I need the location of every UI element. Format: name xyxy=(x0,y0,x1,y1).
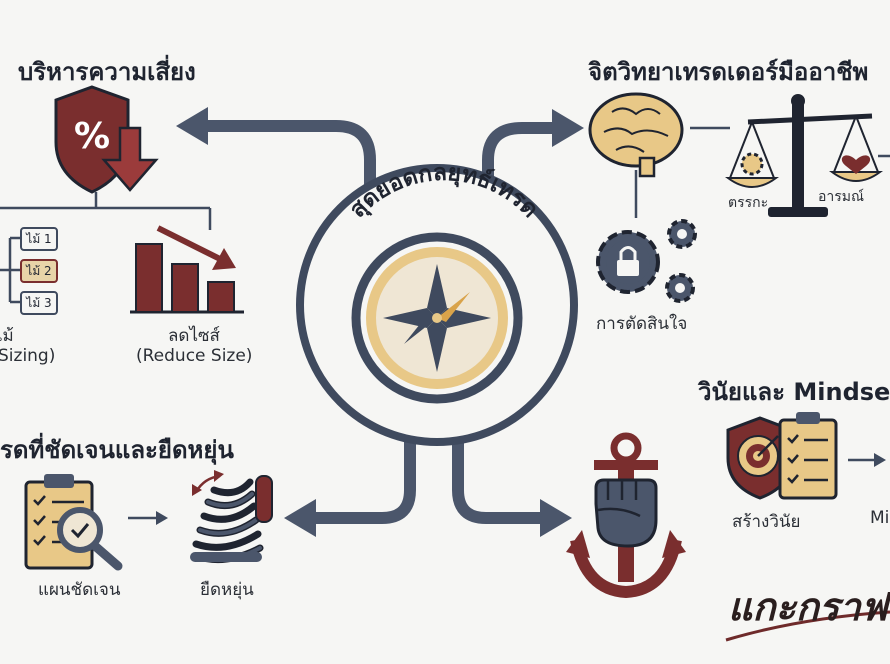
psych-title: จิตวิทยาเทรดเดอร์มืออาชีพ xyxy=(588,58,869,86)
brand-logo: แกะกราฟ xyxy=(728,585,888,629)
arrow-right-bottom xyxy=(540,499,572,537)
percent-shield-down-arrow-icon: % xyxy=(54,85,159,194)
sizing-caption-line1: ไม้ xyxy=(0,326,14,346)
decision-caption: การตัดสินใจ xyxy=(596,314,688,334)
discipline-title: วินัยและ Mindset xyxy=(698,378,890,406)
lock-gears-icon xyxy=(596,219,697,303)
arrow-left-top xyxy=(176,107,208,145)
connector-arms xyxy=(199,120,566,524)
plan-title: รดที่ชัดเจนและยืดหยุ่น xyxy=(0,436,234,464)
arrow-right-top xyxy=(552,109,584,147)
plan-arrow-head xyxy=(156,511,168,525)
sizing-caption-line2: Sizing) xyxy=(0,346,56,366)
sizing-tag-3: ไม้ 3 xyxy=(20,291,58,315)
balance-scale-icon xyxy=(724,94,884,217)
arrow-heads xyxy=(176,107,584,537)
brand-underline xyxy=(725,610,890,642)
checklist-magnifier-icon xyxy=(24,474,123,571)
sizing-tag-2: ไม้ 2 xyxy=(20,259,58,283)
build-caption: สร้างวินัย xyxy=(732,512,801,532)
svg-text:%: % xyxy=(74,116,110,157)
reduce-caption-line1: ลดไซส์ xyxy=(168,326,220,346)
mindset-caption: Mi xyxy=(870,508,890,528)
risk-title: บริหารความเสี่ยง xyxy=(18,58,196,86)
spring-icon xyxy=(190,470,273,564)
compass-icon xyxy=(296,164,578,446)
risk-branch-lines xyxy=(0,192,212,304)
arrow-left-bottom xyxy=(284,499,316,537)
reduce-caption-line2: (Reduce Size) xyxy=(136,346,253,366)
brain-icon xyxy=(588,92,684,178)
target-shield-checklist-icon xyxy=(726,412,838,500)
declining-bar-chart-icon xyxy=(130,225,244,314)
sizing-tag-1: ไม้ 1 xyxy=(20,227,58,251)
anchor-fist-icon xyxy=(566,432,686,599)
flex-caption: ยืดหยุ่น xyxy=(200,580,254,600)
discipline-arrow-head xyxy=(874,453,886,467)
emotion-caption: อารมณ์ xyxy=(818,189,865,205)
clear-caption: แผนชัดเจน xyxy=(38,580,121,600)
logic-caption: ตรรกะ xyxy=(728,195,769,211)
